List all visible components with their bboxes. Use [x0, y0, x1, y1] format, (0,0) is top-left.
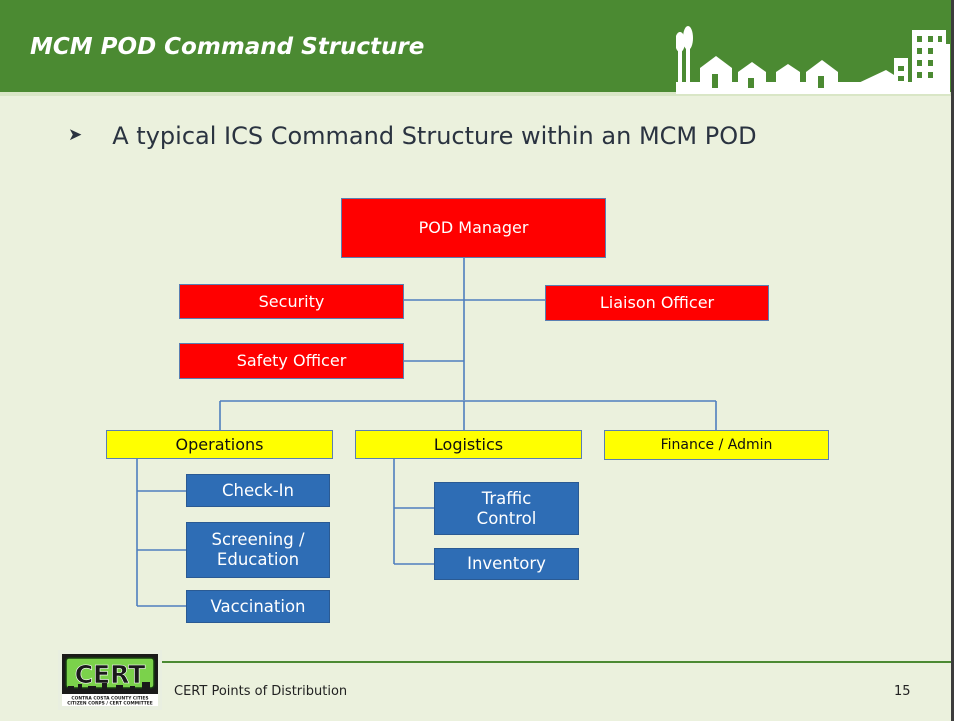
title-bar: MCM POD Command Structure [0, 0, 954, 96]
security-box: Security [179, 284, 404, 319]
pod-manager-box: POD Manager [341, 198, 606, 258]
vaccination-box: Vaccination [186, 590, 330, 623]
cert-logo-wordmark: CERT [75, 660, 146, 689]
footer-divider [152, 661, 954, 663]
slide-edge-divider [951, 0, 954, 721]
logistics-box: Logistics [355, 430, 582, 459]
operations-box: Operations [106, 430, 333, 459]
screening-education-box: Screening / Education [186, 522, 330, 578]
bullet-text: A typical ICS Command Structure within a… [112, 122, 757, 150]
bullet-point: ➤ A typical ICS Command Structure within… [68, 122, 757, 150]
cert-logo-subtext-1: CONTRA COSTA COUNTY CITIES [71, 696, 148, 702]
cert-logo-subtext-2: CITIZEN CORPS / CERT COMMITTEE [67, 701, 153, 707]
traffic-control-box: Traffic Control [434, 482, 579, 535]
bullet-arrow-icon: ➤ [68, 125, 83, 145]
cert-logo: CERT CONTRA COSTA COUNTY CITIES CITIZEN … [58, 650, 162, 710]
finance-admin-box: Finance / Admin [604, 430, 829, 460]
safety-officer-box: Safety Officer [179, 343, 404, 379]
liaison-officer-box: Liaison Officer [545, 285, 769, 321]
inventory-box: Inventory [434, 548, 579, 580]
slide-title: MCM POD Command Structure [30, 34, 425, 60]
footer-text: CERT Points of Distribution [174, 684, 348, 699]
page-number: 15 [894, 684, 911, 699]
skyline-icon [676, 26, 950, 94]
check-in-box: Check-In [186, 474, 330, 507]
